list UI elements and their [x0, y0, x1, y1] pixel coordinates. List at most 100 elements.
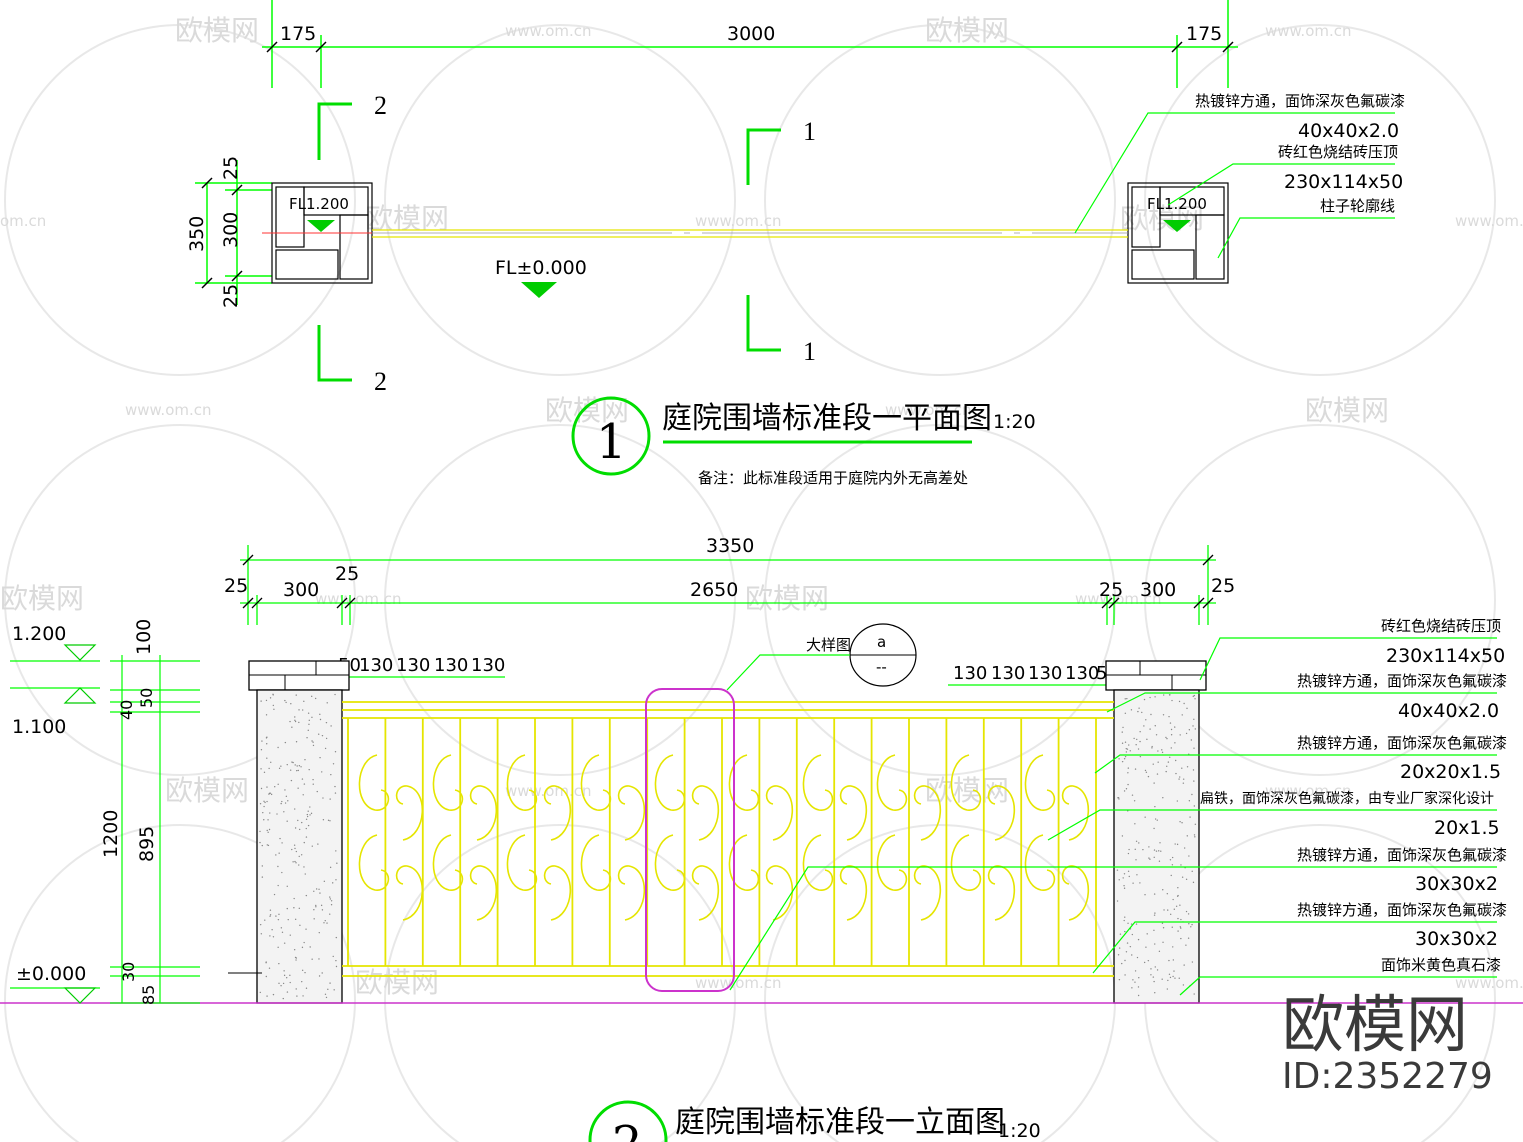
stone-dot: [1153, 782, 1155, 784]
dim-plan-v-bot: 25: [220, 284, 242, 308]
stone-dot: [1180, 864, 1182, 866]
stone-dot: [1154, 966, 1156, 968]
stone-dot: [1167, 761, 1170, 763]
stone-dot: [298, 907, 301, 910]
elev-detail-id: a: [877, 633, 886, 651]
stone-dot: [313, 918, 315, 920]
stone-dot: [268, 793, 270, 795]
stone-dot: [1165, 736, 1167, 739]
elev-callout-13: 面饰米黄色真石漆: [1381, 956, 1501, 974]
elev-dim-v-100: 100: [133, 619, 155, 655]
stone-dot: [330, 773, 332, 776]
stone-dot: [1185, 910, 1188, 913]
elev-bar-l4: 130: [471, 655, 505, 676]
stone-dot: [1129, 750, 1131, 752]
elev-callout-12: 30x30x2: [1415, 928, 1498, 950]
stone-dot: [1156, 969, 1159, 971]
stone-dot: [1174, 759, 1177, 762]
stone-dot: [1193, 834, 1196, 836]
stone-dot: [1150, 968, 1152, 970]
stone-dot: [1178, 778, 1180, 780]
stone-dot: [294, 716, 296, 718]
stone-dot: [278, 913, 280, 916]
stone-dot: [1182, 984, 1185, 986]
stone-dot: [1194, 698, 1196, 700]
stone-dot: [1169, 859, 1172, 861]
watermark-brand: 欧模网: [745, 582, 829, 615]
stone-dot: [1153, 849, 1156, 851]
stone-dot: [1149, 728, 1151, 730]
stone-dot: [277, 946, 279, 949]
scroll-ornament: [950, 834, 1016, 921]
stone-dot: [280, 985, 282, 987]
stone-dot: [1174, 977, 1176, 979]
stone-dot: [1157, 750, 1159, 752]
plan-level-left: FL1.200: [289, 195, 349, 213]
stone-dot: [1174, 742, 1176, 744]
stone-dot: [304, 873, 306, 875]
stone-dot: [284, 741, 287, 744]
stone-dot: [1161, 749, 1163, 751]
stone-dot: [272, 704, 275, 707]
stone-dot: [304, 758, 306, 761]
stone-dot: [1123, 884, 1125, 887]
elev-dim-a: 25: [224, 575, 248, 597]
stone-dot: [1193, 780, 1195, 782]
stone-dot: [1179, 821, 1181, 823]
stone-dot: [278, 962, 280, 965]
stone-dot: [320, 904, 323, 907]
stone-dot: [1175, 772, 1177, 775]
stone-dot: [1137, 748, 1140, 750]
stone-dot: [1144, 769, 1147, 772]
watermark-brand: 欧模网: [355, 966, 439, 999]
stone-dot: [289, 981, 291, 984]
stone-dot: [272, 694, 274, 696]
stone-dot: [1182, 782, 1185, 784]
stone-dot: [1191, 870, 1193, 873]
stone-dot: [285, 701, 287, 704]
stone-dot: [1188, 923, 1190, 925]
stone-dot: [1145, 946, 1147, 948]
stone-dot: [1162, 889, 1164, 891]
stone-dot: [1127, 852, 1130, 855]
elev-callout-3: 热镀锌方通，面饰深灰色氟碳漆: [1297, 672, 1507, 690]
stone-dot: [272, 936, 275, 938]
elev-dim-v-85: 85: [139, 985, 158, 1005]
stone-dot: [294, 827, 297, 829]
stone-dot: [1154, 943, 1156, 945]
stone-dot: [1137, 710, 1139, 713]
stone-dot: [1143, 725, 1145, 727]
stone-dot: [305, 928, 307, 930]
stone-dot: [266, 743, 268, 745]
stone-dot: [1180, 918, 1182, 921]
stone-dot: [1127, 767, 1130, 769]
stone-dot: [277, 746, 279, 749]
stone-dot: [1168, 973, 1171, 976]
stone-dot: [266, 786, 268, 788]
stone-dot: [329, 820, 331, 822]
stone-dot: [1172, 946, 1174, 948]
stone-dot: [270, 793, 273, 796]
stone-dot: [1170, 728, 1173, 731]
stone-dot: [1191, 961, 1194, 963]
stone-dot: [1161, 978, 1163, 980]
stone-dot: [1153, 856, 1155, 859]
stone-dot: [1149, 858, 1151, 860]
stone-dot: [321, 734, 324, 737]
stone-dot: [316, 790, 318, 793]
stone-dot: [261, 865, 264, 867]
stone-dot: [302, 995, 304, 997]
stone-dot: [317, 843, 319, 845]
stone-dot: [1169, 756, 1171, 759]
scroll-ornament: [506, 834, 572, 921]
stone-dot: [322, 797, 324, 799]
watermark-url: www.om.cn: [1265, 22, 1352, 40]
stone-dot: [1154, 725, 1156, 727]
stone-dot: [1171, 699, 1173, 702]
plan-callout-5: 柱子轮廓线: [1320, 197, 1395, 215]
stone-dot: [321, 771, 323, 773]
stone-dot: [1116, 900, 1119, 902]
stone-dot: [301, 980, 303, 983]
watermark-brand: 欧模网: [925, 774, 1009, 807]
